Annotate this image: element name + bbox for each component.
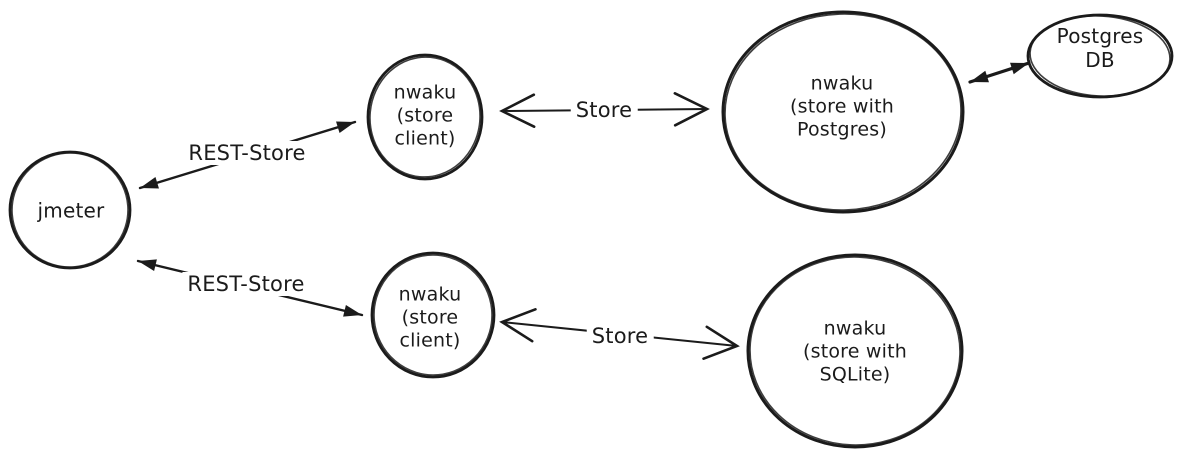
- store-postgres-node: [721, 10, 965, 214]
- store-client-top-node: [366, 53, 484, 181]
- store-bottom-arrow: [499, 308, 740, 360]
- jmeter-node: [8, 150, 132, 270]
- store-top-arrow: [499, 92, 710, 128]
- rest-store-top-arrow: [138, 120, 357, 190]
- store-client-bottom-node: [370, 251, 496, 379]
- store-sqlite-node: [746, 253, 964, 449]
- postgres-db-node: [1026, 13, 1174, 99]
- rest-store-bottom-arrow: [136, 259, 364, 317]
- postgres-db-arrow: [968, 61, 1031, 84]
